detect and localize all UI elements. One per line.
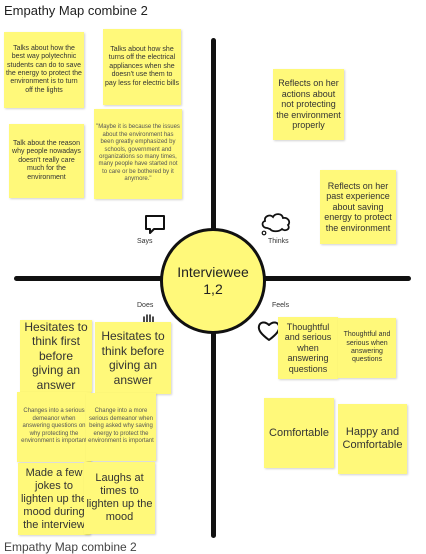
quadrant-label-does: Does [137,302,154,309]
board-title: Empathy Map combine 2 [4,3,148,18]
quadrant-label-feels: Feels [272,302,290,309]
center-label-line1: Interviewee [177,264,249,280]
sticky-note-feels-4[interactable]: Happy and Comfortable [338,404,407,474]
sticky-note-does-5[interactable]: Made a few jokes to lighten up the mood … [18,463,90,535]
quadrant-label-says: Says [137,238,153,245]
sticky-note-does-2[interactable]: Hesitates to think before giving an answ… [95,322,171,394]
hand-icon [143,314,154,322]
sticky-note-feels-1[interactable]: Thoughtful and serious when answering qu… [278,317,338,379]
sticky-note-says-2[interactable]: Talks about how she turns off the electr… [103,29,181,105]
sticky-note-does-4[interactable]: Change into a more serious demeanor when… [86,393,156,461]
sticky-note-thinks-2[interactable]: Reflects on her past experience about sa… [320,170,396,244]
quadrant-label-thinks: Thinks [268,238,289,245]
sticky-note-feels-3[interactable]: Comfortable [264,398,334,468]
thought-cloud-icon [261,213,291,236]
sticky-note-does-3[interactable]: Changes into a serious demeanor when ans… [17,392,91,462]
sticky-note-does-1[interactable]: Hesitates to think first before giving a… [20,320,92,392]
sticky-note-says-4[interactable]: "Maybe it is because the issues about th… [94,109,182,199]
next-board-title: Empathy Map combine 2 [4,540,137,554]
sticky-note-says-1[interactable]: Talks about how the best way polytechnic… [4,32,84,108]
center-label-line2: 1,2 [203,281,223,297]
sticky-note-thinks-1[interactable]: Reflects on her actions about not protec… [273,69,344,140]
sticky-note-does-6[interactable]: Laughs at times to lighten up the mood [84,462,155,534]
speech-bubble-icon [145,215,165,234]
center-circle[interactable]: Interviewee 1,2 [160,228,266,334]
sticky-note-says-3[interactable]: Talk about the reason why people nowaday… [9,124,84,198]
sticky-note-feels-2[interactable]: Thoughtful and serious when answering qu… [338,318,396,378]
